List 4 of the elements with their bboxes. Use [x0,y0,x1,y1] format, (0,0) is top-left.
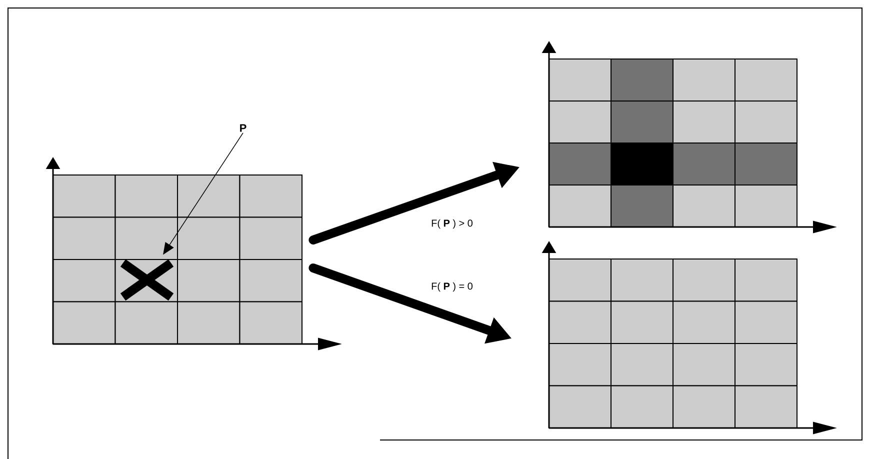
edge-label: F( P ) > 0 [432,219,472,229]
edge-label: F( P ) = 0 [432,282,472,292]
point-label: P [240,124,246,132]
cross-mark [120,259,174,301]
